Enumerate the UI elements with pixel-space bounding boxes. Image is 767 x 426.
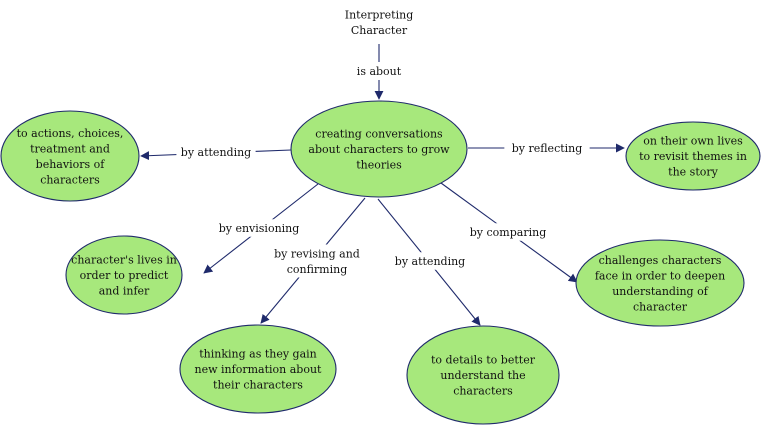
- concept-ellipse: [179, 324, 337, 414]
- concept-node: character's lives in order to predict and …: [65, 235, 183, 315]
- concept-node: to actions, choices, treatment and behavio…: [0, 110, 140, 202]
- concept-label: challenges characters: [599, 254, 722, 267]
- link-label-background: [176, 143, 256, 161]
- root-concept-label: Interpreting: [345, 8, 414, 21]
- concept-label: to details to better: [431, 354, 536, 367]
- concept-label: behaviors of: [36, 158, 106, 171]
- link-label: by attending: [395, 255, 465, 268]
- concept-label: about characters to grow: [308, 143, 450, 156]
- concept-label: characters: [453, 385, 513, 398]
- concept-label: to actions, choices,: [17, 127, 124, 140]
- link-label-background: [390, 252, 470, 270]
- link-label: is about: [357, 65, 402, 78]
- concept-label: on their own lives: [643, 135, 743, 148]
- concept-label: face in order to deepen: [595, 269, 725, 282]
- link-label: by reflecting: [512, 142, 583, 155]
- concept-label: character: [633, 300, 688, 313]
- link-label: by envisioning: [219, 222, 300, 235]
- concept-ellipse: [575, 239, 745, 327]
- concept-ellipse: [0, 110, 140, 202]
- concept-ellipse: [625, 121, 761, 191]
- link-label-background: [268, 244, 366, 278]
- link-label: by revising and: [274, 247, 360, 260]
- link-label-background: [468, 223, 548, 241]
- concept-label: understand the: [440, 369, 525, 382]
- concept-label: the story: [668, 166, 718, 179]
- concept-label: and infer: [99, 285, 150, 298]
- concept-label: understanding of: [612, 285, 708, 298]
- concept-label: character's lives in: [71, 254, 177, 267]
- concept-label: thinking as they gain: [199, 348, 317, 361]
- concept-label: new information about: [195, 363, 322, 376]
- concept-node: to details to better understand the charac…: [406, 325, 560, 425]
- link-label: by comparing: [470, 226, 546, 239]
- central-concept: creating conversations about characters t…: [290, 100, 468, 198]
- link-label-background: [351, 62, 407, 80]
- link-label-background: [504, 139, 590, 157]
- root-concept-label: Character: [351, 24, 408, 37]
- concept-label: their characters: [213, 379, 303, 392]
- concept-label: creating conversations: [315, 128, 443, 141]
- concept-node: challenges characters face in order to de…: [575, 239, 745, 327]
- concept-label: order to predict: [80, 269, 169, 282]
- concept-label: characters: [40, 173, 100, 186]
- link-label: confirming: [287, 263, 348, 276]
- link-label-background: [213, 219, 305, 237]
- concept-label: theories: [356, 159, 402, 172]
- link-label: by attending: [181, 146, 251, 159]
- concept-label: treatment and: [30, 142, 110, 155]
- concept-node: thinking as they gain new information abo…: [179, 324, 337, 414]
- link-label-layer: is about by attending by reflecting by envi…: [176, 62, 590, 278]
- concept-ellipse: [65, 235, 183, 315]
- concept-label: to revisit themes in: [639, 150, 747, 163]
- concept-ellipse: [290, 100, 468, 198]
- concept-ellipse: [406, 325, 560, 425]
- concept-node: on their own lives to revisit themes in th…: [625, 121, 761, 191]
